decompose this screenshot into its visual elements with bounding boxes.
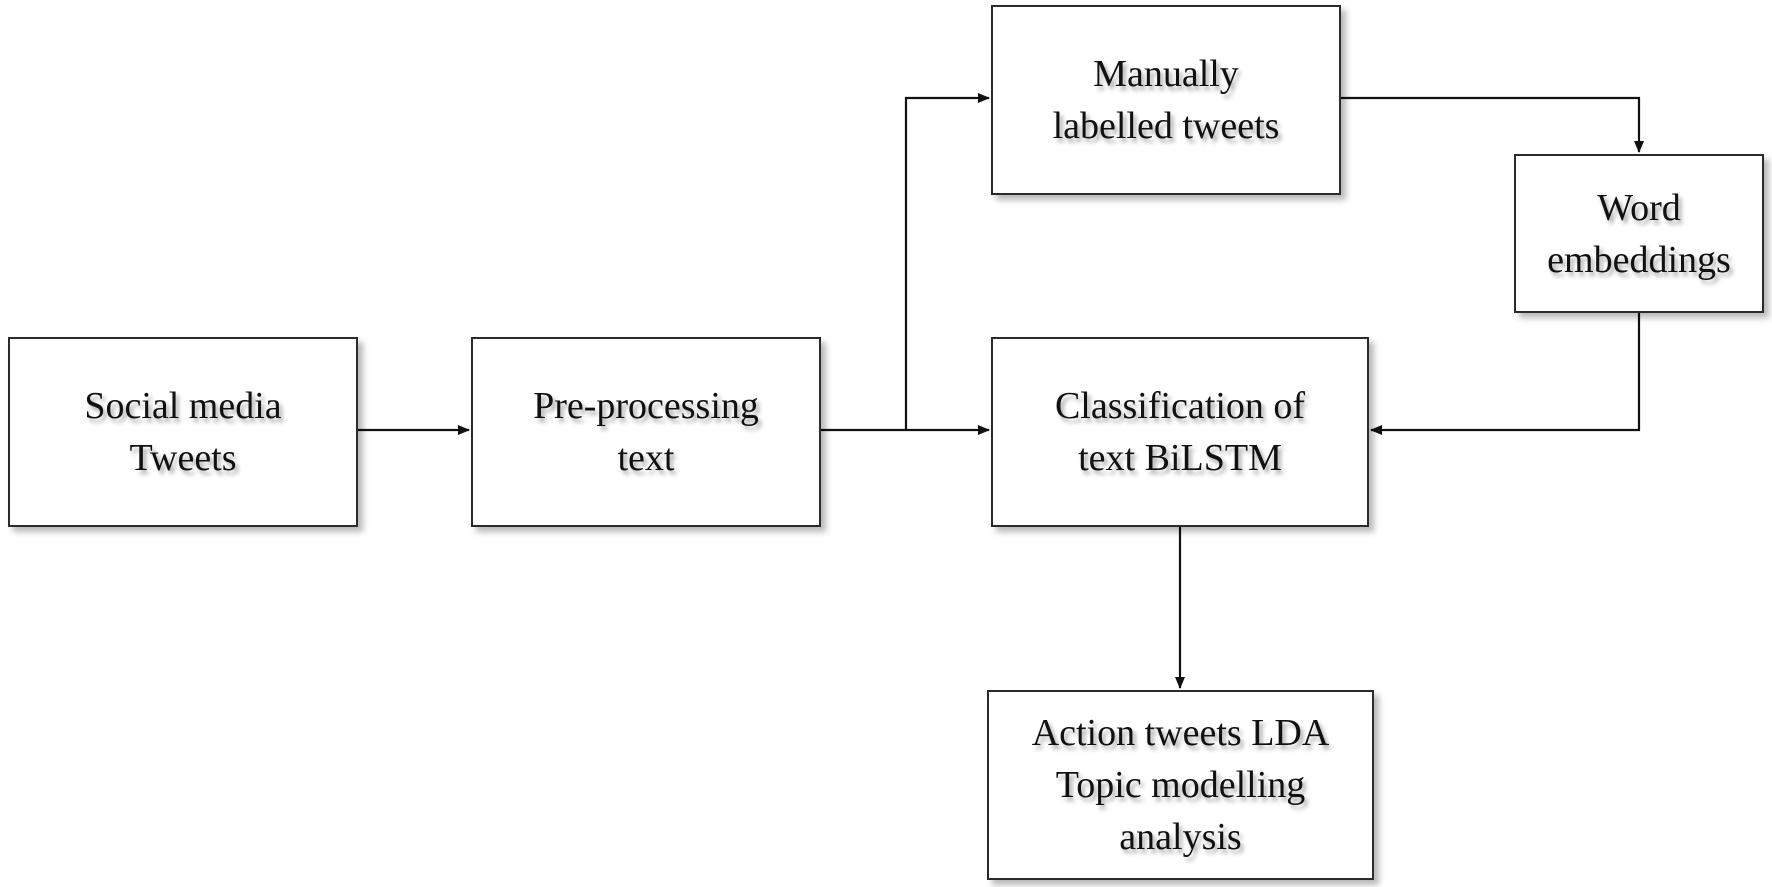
node-label-line: Pre-processing (533, 385, 759, 427)
node-label-line: Classification of (1054, 385, 1306, 427)
node-label-line: analysis (1119, 816, 1242, 858)
node-label-line: embeddings (1547, 238, 1731, 281)
node-manually-labelled-tweets: Manually labelled tweets (991, 5, 1341, 195)
node-label-line: Social media (84, 385, 282, 427)
arrow-word-embeddings-to-classification (1370, 313, 1641, 435)
node-classification-bilstm: Classification of text BiLSTM (991, 337, 1369, 527)
node-social-media-tweets: Social media Tweets (8, 337, 358, 527)
node-label-line: Word (1597, 186, 1681, 229)
arrow-preprocessing-to-manually-labelled (904, 93, 990, 430)
node-label-line: text (617, 437, 675, 479)
node-action-tweets-lda: Action tweets LDA Topic modelling analys… (987, 690, 1374, 880)
node-label-line: text BiLSTM (1078, 437, 1282, 479)
node-label-line: Action tweets LDA (1031, 712, 1330, 754)
node-preprocessing-text: Pre-processing text (471, 337, 821, 527)
node-label-line: Manually (1093, 53, 1239, 95)
node-word-embeddings: Word embeddings (1514, 154, 1764, 313)
node-label-line: labelled tweets (1052, 105, 1280, 147)
node-label-line: Topic modelling (1055, 764, 1306, 806)
arrow-manually-labelled-to-word-embeddings (1341, 96, 1644, 153)
node-label-line: Tweets (129, 437, 237, 479)
